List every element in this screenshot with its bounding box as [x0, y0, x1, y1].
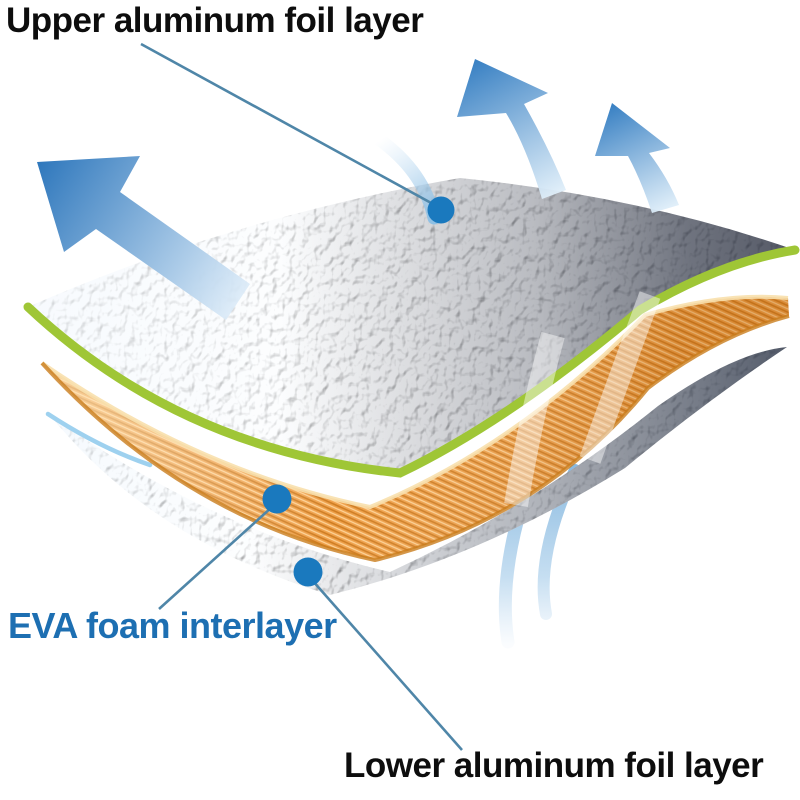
lower-foil-layer [45, 347, 787, 595]
eva-foam-label: EVA foam interlayer [8, 605, 337, 646]
callout-dot-eva [262, 484, 292, 514]
upper-foil-green-edge [23, 245, 800, 478]
leader-line-upper [140, 42, 434, 206]
heat-pass-band-2 [579, 291, 661, 464]
heat-arrow-curved-2-icon [595, 103, 679, 213]
heat-arrow-large-icon [37, 156, 250, 320]
eva-top-highlight [40, 294, 789, 510]
lower-foil-label: Lower aluminum foil layer [344, 746, 764, 785]
heat-pass-band-1 [504, 331, 565, 507]
lower-foil-tip-edge [45, 411, 153, 468]
upper-foil-layer [23, 178, 800, 478]
eva-foam-layer [40, 294, 790, 563]
callout-dot-upper [427, 196, 455, 224]
upper-foil-label: Upper aluminum foil layer [6, 1, 424, 40]
heat-arrow-curved-1-icon [457, 59, 566, 199]
heat-arrows [37, 59, 679, 320]
leader-line-lower [311, 579, 463, 751]
leader-line-eva [158, 506, 273, 610]
eva-bottom-shade [40, 314, 790, 563]
callout-dots [262, 196, 455, 587]
heat-pass-bands [504, 291, 661, 507]
callout-leaders [140, 42, 463, 751]
callout-dot-lower [293, 557, 323, 587]
